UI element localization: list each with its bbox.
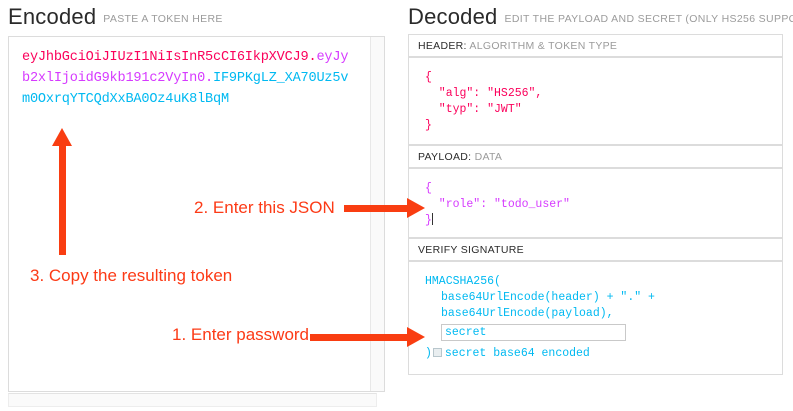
hmac-line-2: base64UrlEncode(header) + "." + [441,291,655,304]
secret-base64-label[interactable]: secret base64 encoded [444,346,590,360]
annotation-3-arrow-icon [52,128,72,255]
token-header-segment: eyJhbGciOiJIUzI1NiIsInR5cCI6IkpXVCJ9 [22,50,309,65]
payload-label-muted: DATA [474,151,503,163]
annotation-2-arrow-icon [344,198,425,218]
hmac-line-3: base64UrlEncode(payload), [441,307,614,320]
header-label-muted: ALGORITHM & TOKEN TYPE [469,40,618,52]
annotation-1-arrow-icon [310,327,425,347]
header-json-content: { "alg": "HS256", "typ": "JWT" } [425,71,543,132]
hmac-line-1: HMACSHA256( [425,275,501,288]
verify-section-label: VERIFY SIGNATURE [418,244,524,256]
secret-input[interactable] [441,324,626,341]
header-label-strong: HEADER: [418,40,467,52]
encoded-token-text[interactable]: eyJhbGciOiJIUzI1NiIsInR5cCI6IkpXVCJ9.eyJ… [22,47,352,110]
token-dot-2: . [205,71,213,86]
payload-line-close: } [425,214,432,227]
payload-json-editor[interactable]: { "role": "todo_user" } [408,168,783,238]
decoded-title-text: Decoded [408,4,498,29]
encoded-vertical-scrollbar[interactable] [370,37,384,391]
decoded-column-title: Decoded EDIT THE PAYLOAD AND SECRET (ONLY… [408,4,793,30]
encoded-token-textarea[interactable]: eyJhbGciOiJIUzI1NiIsInR5cCI6IkpXVCJ9.eyJ… [8,36,385,392]
encoded-column-title: Encoded PASTE A TOKEN HERE [8,4,223,30]
secret-base64-checkbox[interactable] [432,347,442,357]
decoded-subtitle-text: EDIT THE PAYLOAD AND SECRET (ONLY HS256 … [504,13,793,25]
text-caret [431,213,433,225]
encoded-title-text: Encoded [8,4,97,29]
verify-signature-content: HMACSHA256( base64UrlEncode(header) + "."… [409,262,782,374]
payload-json-content[interactable]: { "role": "todo_user" } [409,169,782,241]
payload-label-strong: PAYLOAD: [418,151,472,163]
closing-paren: ) [425,346,432,360]
payload-section-label-box: PAYLOAD: DATA [408,145,783,168]
payload-line-open: { [425,182,432,195]
payload-line-role: "role": "todo_user" [425,198,570,211]
header-json-box: { "alg": "HS256", "typ": "JWT" } [408,57,783,145]
scrollbar-corner [377,393,385,407]
header-section-label-box: HEADER: ALGORITHM & TOKEN TYPE [408,34,783,57]
encoded-subtitle-text: PASTE A TOKEN HERE [103,13,223,25]
encoded-horizontal-scrollbar[interactable] [8,393,377,407]
verify-section-label-box: VERIFY SIGNATURE [408,238,783,261]
annotation-3-copy-token: 3. Copy the resulting token [30,266,233,285]
token-signature-segment: IF9PKgLZ_XA70Uz5vm0OxrqYTCQdXxBA0Oz4uK8l… [22,71,349,107]
annotation-1-enter-password: 1. Enter password [172,325,310,344]
verify-signature-box: HMACSHA256( base64UrlEncode(header) + "."… [408,261,783,375]
header-section-label: HEADER: ALGORITHM & TOKEN TYPE [409,35,782,58]
annotation-2-enter-json: 2. Enter this JSON [194,198,335,217]
token-payload-segment: eyJyb2xlIjoidG9kb191c2VyIn0 [22,50,349,86]
token-dot-1: . [308,50,317,65]
payload-section-label: PAYLOAD: DATA [409,146,782,169]
